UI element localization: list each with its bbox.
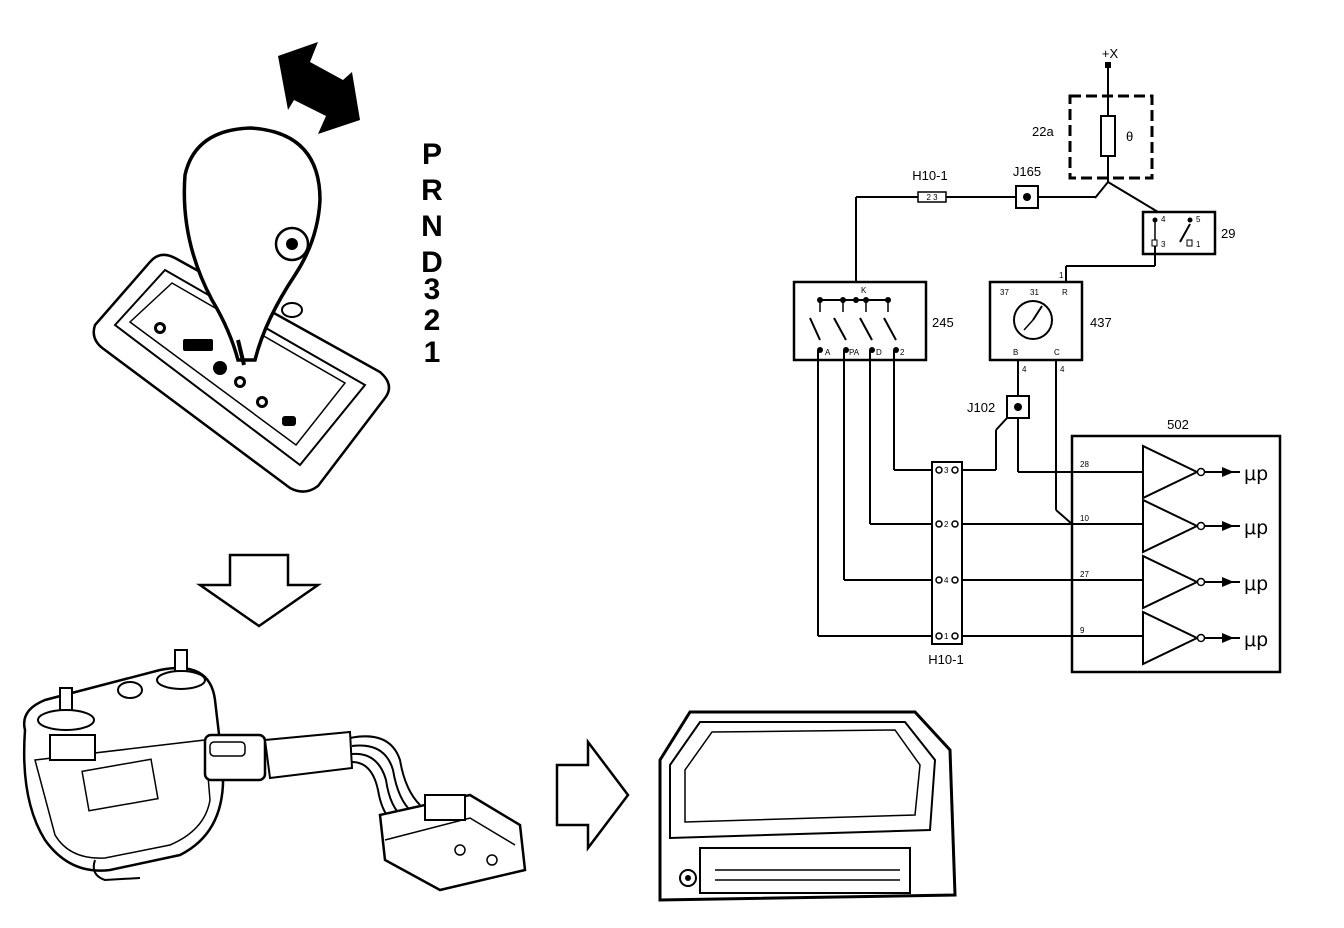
svg-text:2: 2 — [944, 520, 949, 529]
amplifier-3: μp — [1072, 554, 1268, 610]
wiring-diagram: +X 22a θ 2 3 H10-1 J165 29 4 5 3 1 — [792, 46, 1282, 674]
amplifier-2: μp — [1072, 498, 1268, 554]
svg-text:A: A — [825, 348, 831, 357]
multifunction-switch-illustration — [22, 649, 527, 892]
svg-text:5: 5 — [1196, 215, 1201, 224]
gate-symbols — [154, 322, 296, 426]
down-arrow-icon — [196, 553, 322, 628]
movement-arrow-icon — [278, 42, 360, 134]
gear-position-D: D — [421, 246, 443, 279]
gear-position-R: R — [421, 174, 443, 207]
svg-text:31: 31 — [1030, 288, 1039, 297]
supply-label: +X — [1102, 46, 1119, 61]
junction-top-label: J165 — [1013, 164, 1041, 179]
svg-text:R: R — [1062, 288, 1068, 297]
connector-bottom-h10-1 — [931, 461, 963, 645]
gear-position-1: 1 — [424, 336, 441, 369]
fuse-box-label: 22a — [1032, 124, 1054, 139]
svg-text:3: 3 — [944, 466, 949, 475]
svg-text:2: 2 — [900, 348, 905, 357]
svg-text:37: 37 — [1000, 288, 1009, 297]
svg-text:μp: μp — [1244, 629, 1268, 651]
gear-position-2: 2 — [424, 304, 441, 337]
svg-text:μp: μp — [1244, 517, 1268, 539]
ecu-label: 502 — [1167, 417, 1189, 432]
sensor-label: 437 — [1090, 315, 1112, 330]
svg-text:D: D — [876, 348, 882, 357]
svg-text:B: B — [1013, 348, 1018, 357]
connector-top-pins: 2 3 — [926, 193, 938, 202]
svg-text:4: 4 — [944, 576, 949, 585]
svg-text:4: 4 — [1022, 365, 1027, 374]
switch-245 — [792, 280, 928, 362]
svg-text:9: 9 — [1080, 626, 1085, 635]
svg-text:1: 1 — [1059, 271, 1064, 280]
fuse-icon — [1100, 115, 1116, 157]
svg-text:μp: μp — [1244, 573, 1268, 595]
svg-text:3: 3 — [1161, 240, 1166, 249]
svg-text:10: 10 — [1080, 514, 1089, 523]
ecu-connector-pins — [715, 869, 900, 881]
gear-position-3: 3 — [424, 273, 441, 306]
right-arrow-icon — [555, 738, 630, 852]
svg-text:C: C — [1054, 348, 1060, 357]
connector-top-label: H10-1 — [912, 168, 947, 183]
fuse-label: θ — [1126, 129, 1133, 144]
ecu-unit-illustration — [658, 710, 957, 902]
junction-mid-label: J102 — [967, 400, 995, 415]
svg-text:4: 4 — [1161, 215, 1166, 224]
svg-text:1: 1 — [944, 632, 949, 641]
svg-text:PA: PA — [849, 348, 860, 357]
svg-text:μp: μp — [1244, 463, 1268, 485]
gear-selector-illustration — [92, 42, 391, 493]
amplifier-4: μp — [1072, 610, 1268, 666]
connector-bottom-label: H10-1 — [928, 652, 963, 667]
selector-lever-knob — [182, 126, 322, 362]
svg-text:27: 27 — [1080, 570, 1089, 579]
gear-position-list: P R N D 3 2 1 — [421, 138, 443, 369]
svg-text:1: 1 — [1196, 240, 1201, 249]
svg-text:28: 28 — [1080, 460, 1089, 469]
switch-label: 245 — [932, 315, 954, 330]
svg-text:4: 4 — [1060, 365, 1065, 374]
gear-position-P: P — [422, 138, 442, 171]
gear-position-N: N — [421, 210, 443, 243]
fuse-box-22a — [1068, 94, 1154, 180]
amplifier-1: μp — [1072, 444, 1268, 500]
svg-text:K: K — [861, 286, 867, 295]
relay-label: 29 — [1221, 226, 1235, 241]
